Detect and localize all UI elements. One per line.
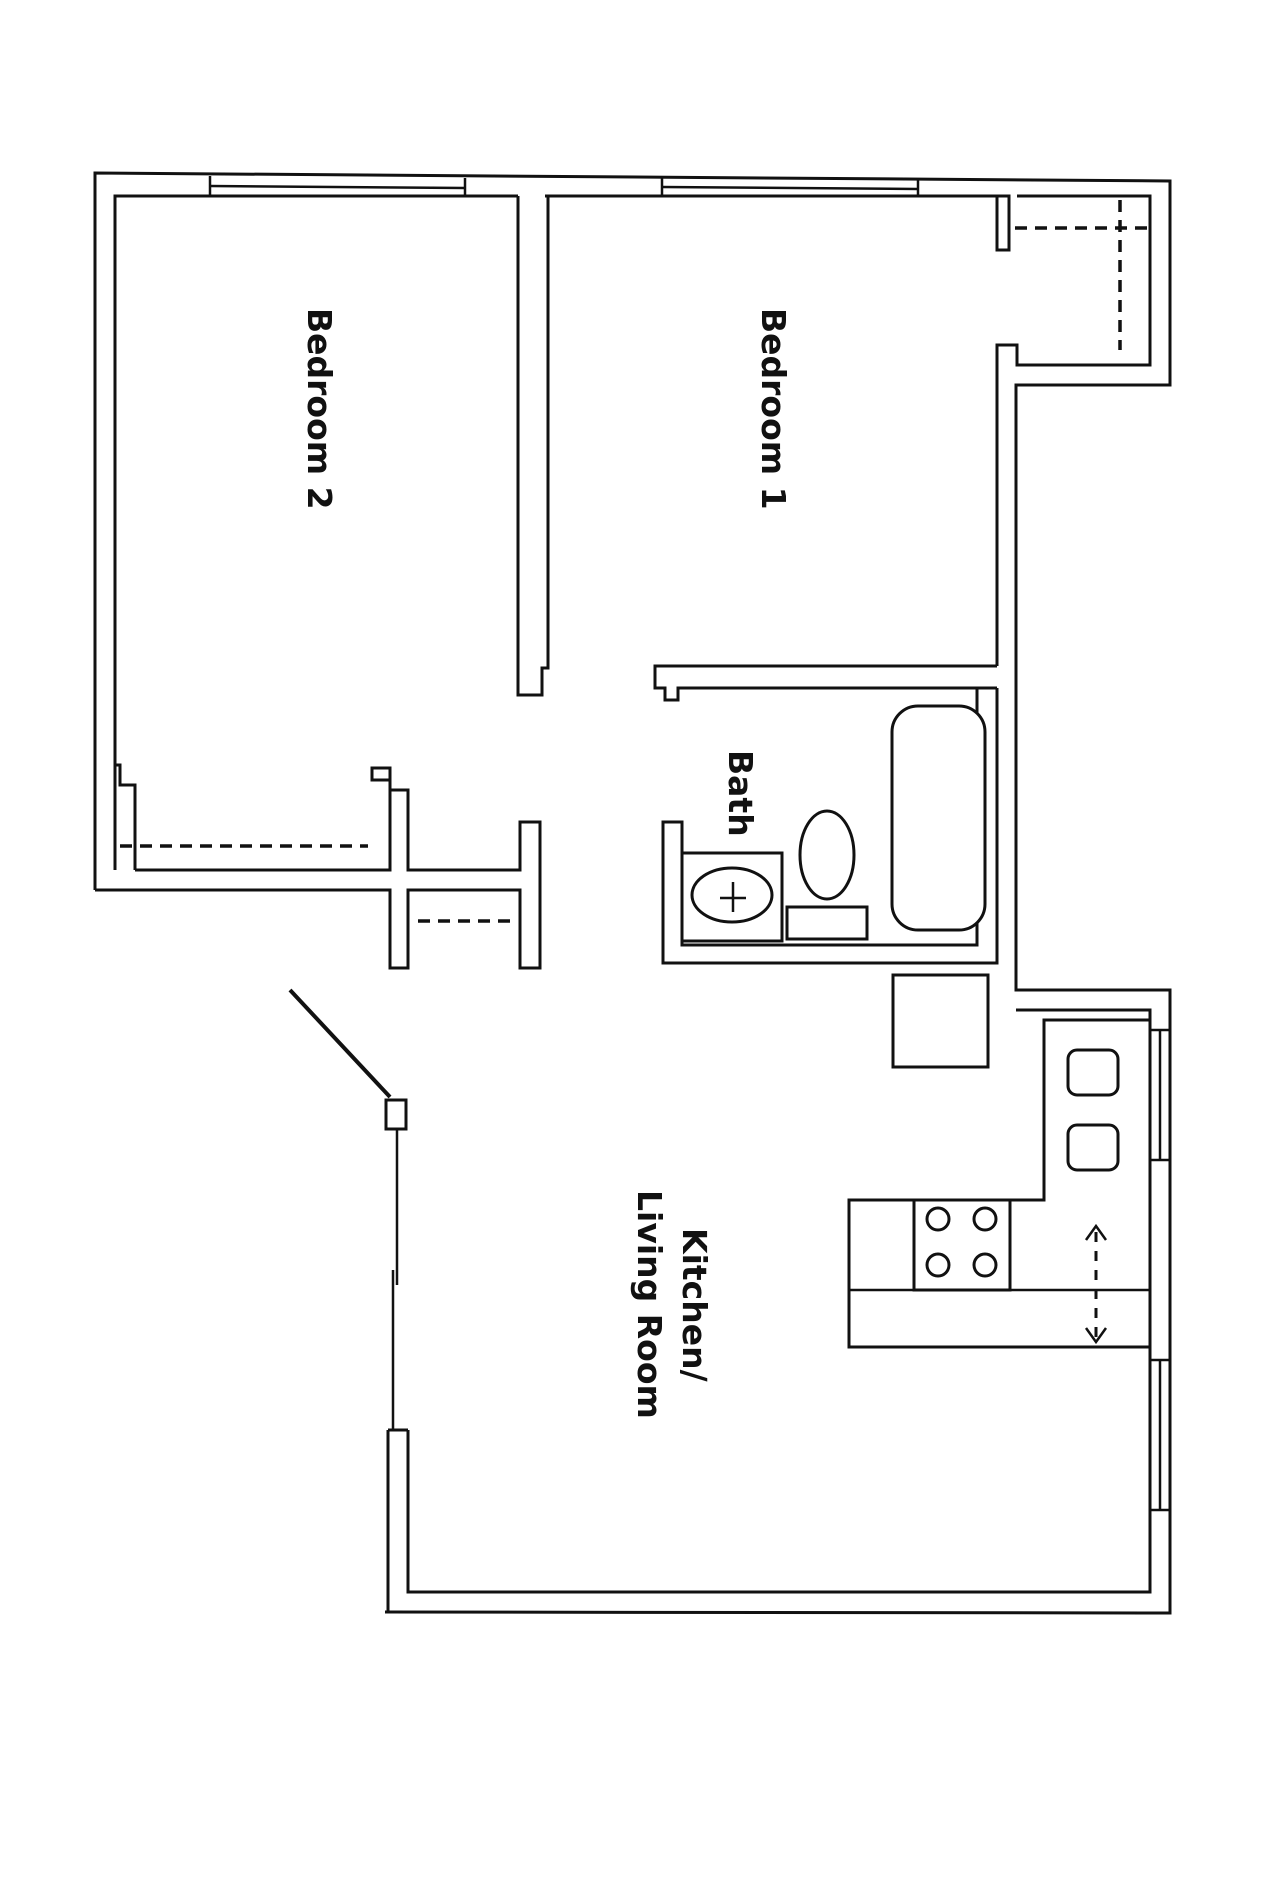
burner-icon (925, 1206, 951, 1232)
entry-door (288, 988, 408, 1612)
double-arrow-icon (1084, 1223, 1108, 1345)
room-label-kitchen: Kitchen/ (675, 1228, 714, 1383)
burner-icon (972, 1252, 998, 1278)
kitchen-fixtures (847, 973, 1150, 1349)
burner-icon (972, 1206, 998, 1232)
room-label-living-room: Living Room (630, 1190, 669, 1419)
toilet-icon (798, 809, 856, 901)
room-label-bedroom1: Bedroom 1 (754, 308, 793, 510)
exterior-walls (93, 171, 1172, 1615)
room-label-bath: Bath (721, 750, 760, 837)
room-label-bedroom2: Bedroom 2 (300, 308, 339, 510)
burner-icon (925, 1252, 951, 1278)
bath-fixtures (680, 704, 987, 943)
kitchen-sink-icon (1066, 1048, 1120, 1097)
kitchen-sink-icon (1066, 1123, 1120, 1172)
closet-doors (120, 200, 1150, 923)
toilet-tank-icon (785, 905, 869, 941)
bathtub-icon (890, 704, 987, 932)
refrigerator-icon (891, 973, 990, 1069)
interior-walls (95, 196, 999, 970)
